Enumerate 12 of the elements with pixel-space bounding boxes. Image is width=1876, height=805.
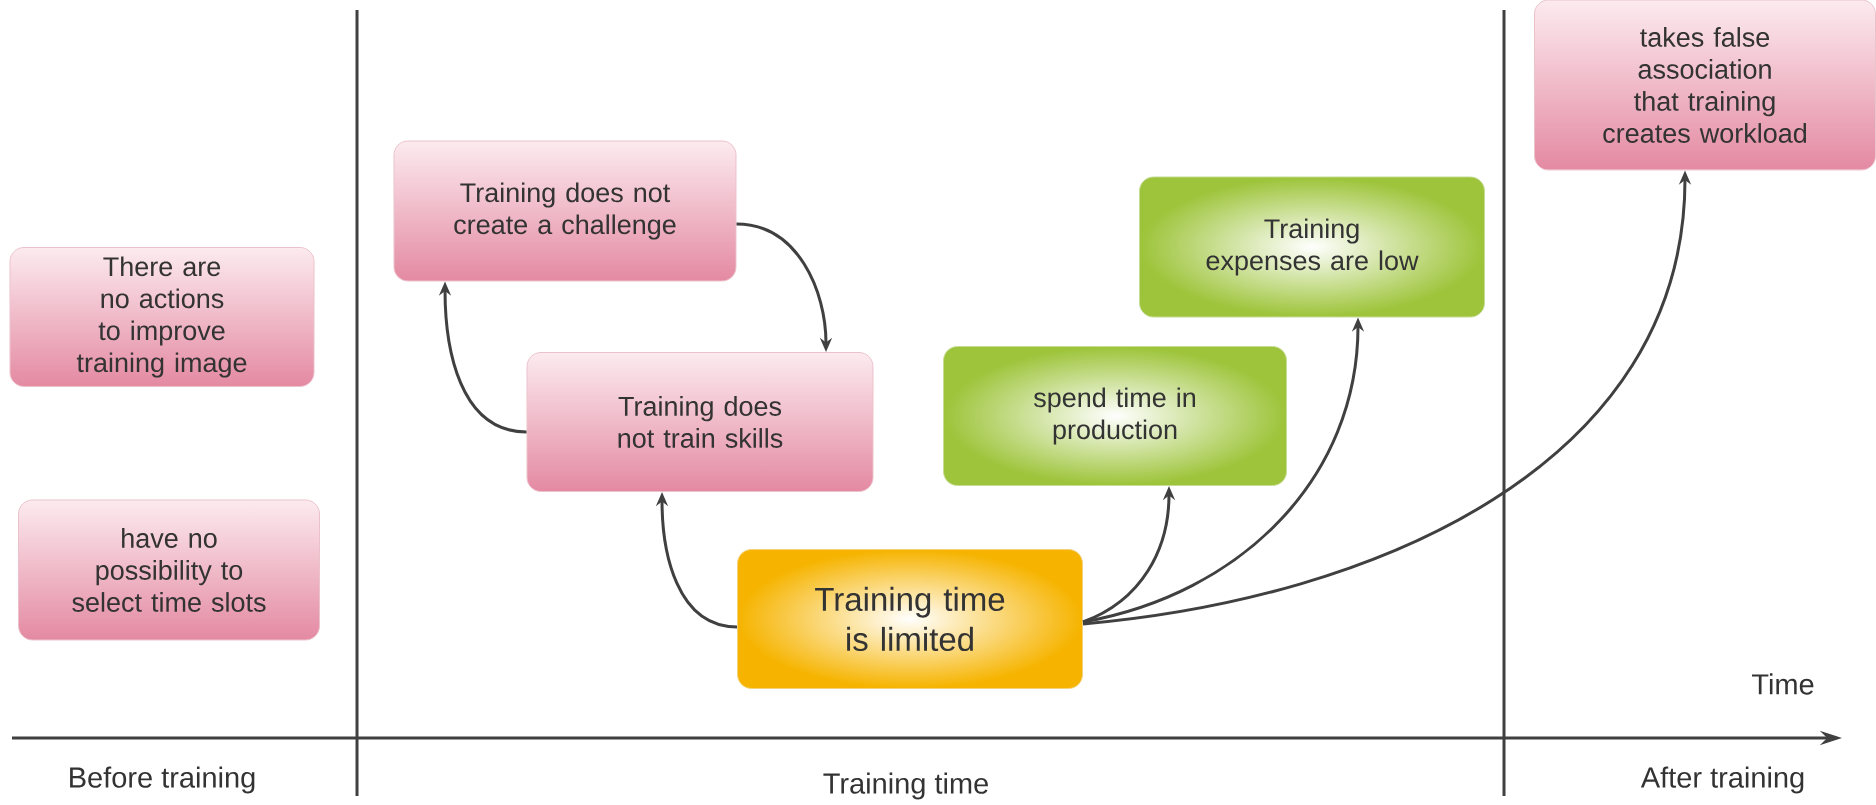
- effect-box: Training expenses are low: [1139, 176, 1485, 318]
- cause-box: There are no actions to improve training image: [9, 247, 315, 387]
- phase-label: After training: [1640, 766, 1804, 794]
- cause-box: takes false association that training creates workload: [1534, 0, 1876, 171]
- axis-label: Time: [1752, 673, 1814, 695]
- cause-box: Training does not create a challenge: [393, 140, 737, 282]
- cause-box: have no possibility to select time slots: [18, 499, 320, 641]
- phase-label: Before training: [70, 766, 255, 794]
- root-cause-box: Training time is limited: [737, 549, 1083, 689]
- cause-box: Training does not train skills: [526, 352, 874, 492]
- effect-box: spend time in production: [943, 346, 1287, 486]
- phase-label: Training time: [823, 772, 988, 800]
